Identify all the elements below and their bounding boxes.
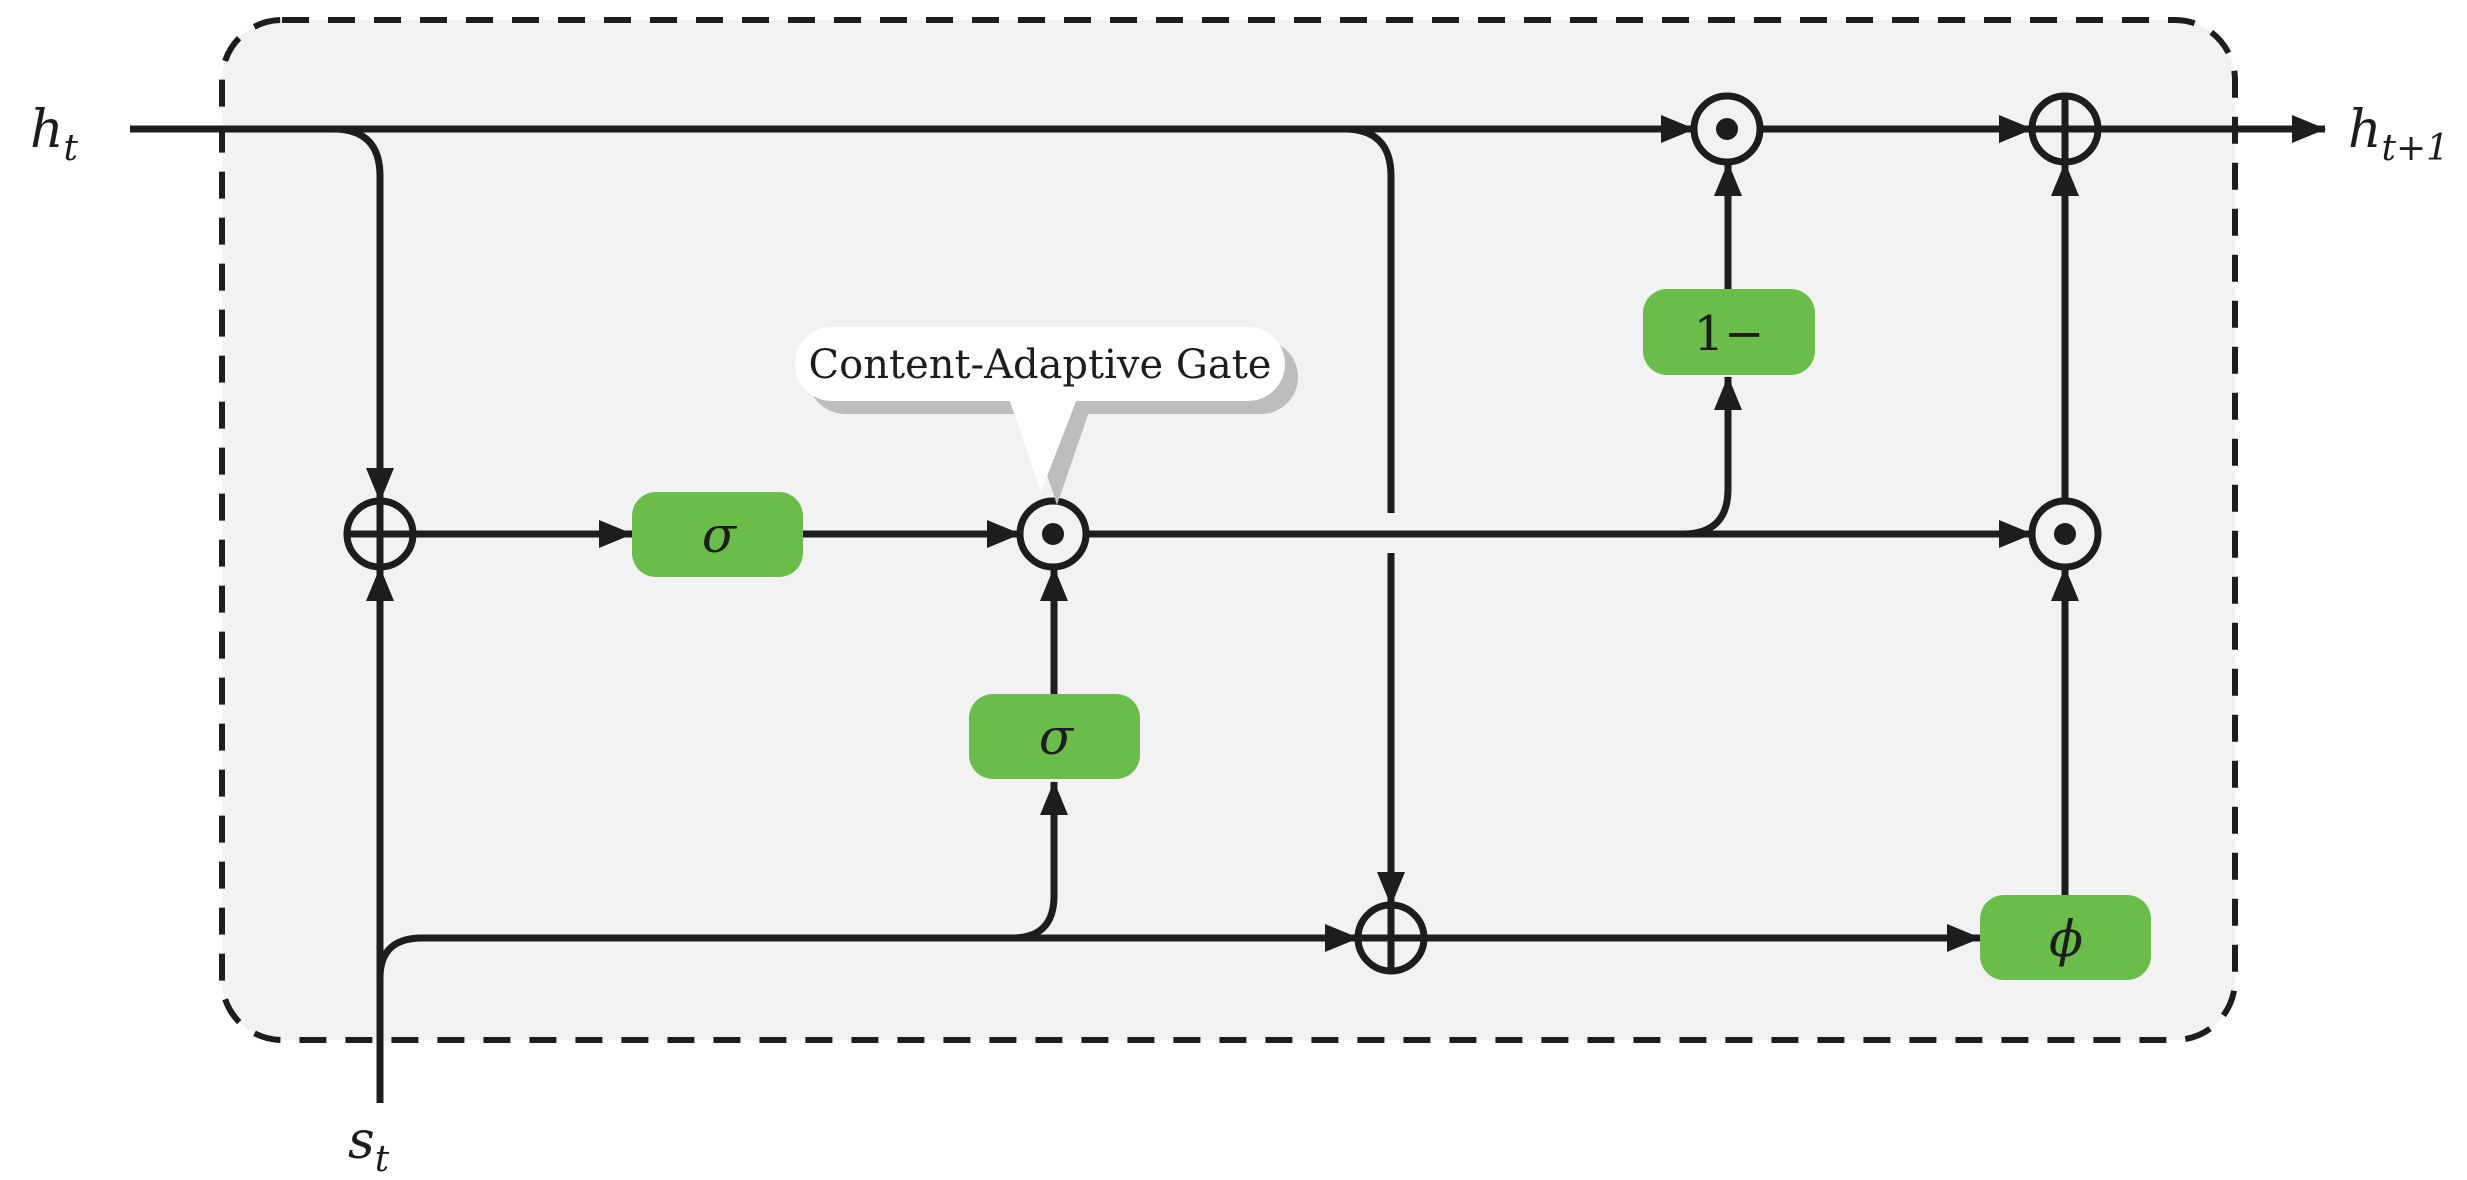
label-st: st [348, 1111, 390, 1180]
label-ht: ht [30, 100, 79, 169]
cell-boundary [219, 17, 2238, 1043]
wire-st-bottom-rail [376, 924, 1359, 979]
wire-ht-branch-left [332, 125, 394, 502]
callout: Content-Adaptive Gate [795, 327, 1298, 505]
oplus-left-operator [343, 497, 417, 571]
sigma-main-box: σ [632, 492, 803, 577]
label-ht1: ht+1 [2348, 100, 2449, 169]
function-boxes: σ σ 1− ϕ [632, 289, 2151, 980]
wire-ht-branch-mid-upper [1343, 125, 1395, 513]
callout-tail [1008, 396, 1078, 492]
callout-bubble [795, 327, 1285, 401]
wire-branch-to-sigma2 [1011, 781, 1068, 942]
oplus-top-operator [2028, 92, 2102, 166]
sigma-main-label: σ [702, 506, 738, 564]
wire-branch-to-oneminus [1682, 376, 1742, 538]
one-minus-label: 1− [1694, 306, 1765, 362]
odot-right-operator [2028, 497, 2102, 571]
sigma-lower-label: σ [1039, 708, 1075, 766]
phi-label: ϕ [2049, 910, 2083, 968]
oplus-bottom-operator [1354, 901, 1428, 975]
odot-gate-operator [1016, 497, 1090, 571]
phi-box: ϕ [1980, 895, 2151, 980]
sigma-lower-box: σ [969, 694, 1140, 779]
callout-text: Content-Adaptive Gate [809, 342, 1272, 388]
one-minus-box: 1− [1643, 289, 1815, 375]
odot-top-operator [1690, 92, 1764, 166]
connections [130, 115, 2326, 1103]
